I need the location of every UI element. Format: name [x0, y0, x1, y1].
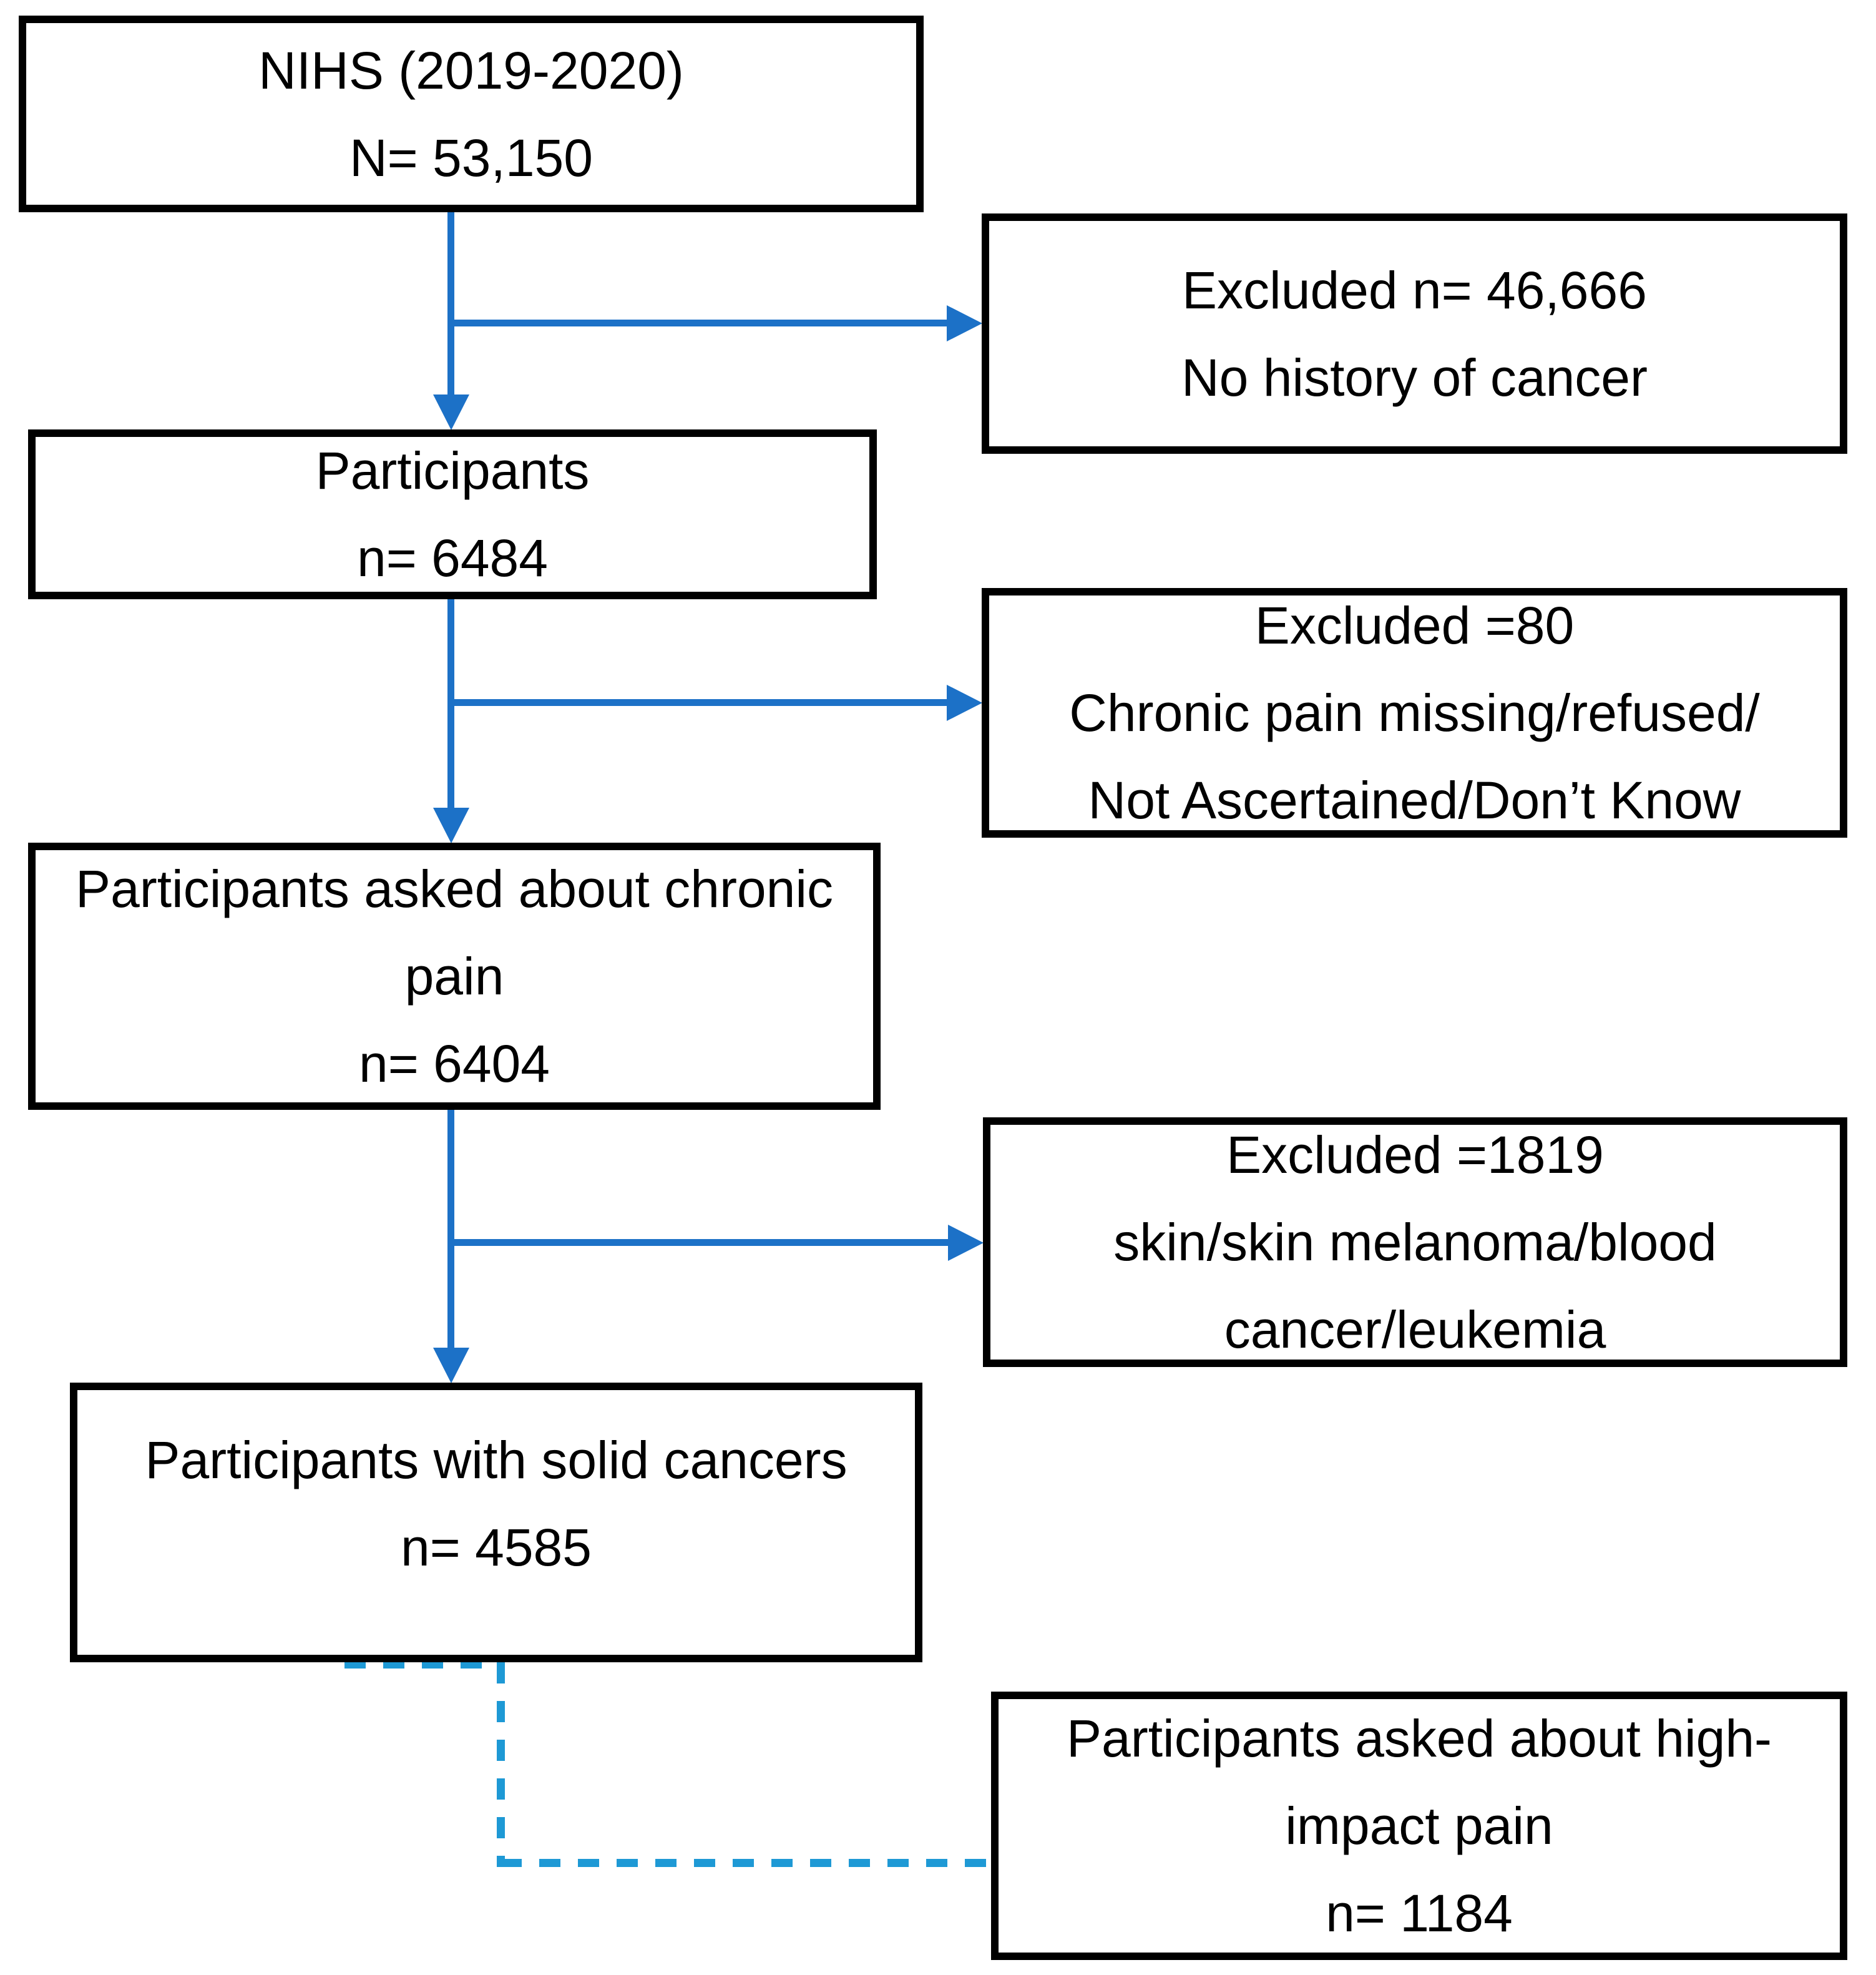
box-excluded-no-cancer-line2: No history of cancer: [1181, 348, 1648, 407]
arrowhead-right-icon: [948, 1225, 984, 1261]
box-asked-chronic-pain: Participants asked about chronic pain n=…: [28, 843, 881, 1110]
box-asked-chronic-pain-line1: Participants asked about chronic: [75, 860, 834, 918]
box-excluded-skin-blood-line1: Excluded =1819: [1226, 1125, 1604, 1184]
box-participants-line2: n= 6484: [357, 529, 548, 587]
dashed-connector-under-solid-box: [344, 1660, 504, 1669]
box-asked-chronic-pain-line2: pain: [404, 947, 504, 1006]
box-excluded-chronic-missing-line3: Not Ascertained/Don’t Know: [1088, 771, 1741, 830]
box-solid-cancers: Participants with solid cancers n= 4585: [70, 1383, 922, 1662]
box-nihs-source: NIHS (2019-2020) N= 53,150: [19, 16, 924, 212]
arrow-to-excluded-no-cancer-line: [451, 320, 950, 326]
box-asked-high-impact-pain-line1: Participants asked about high-: [1066, 1709, 1772, 1768]
box-excluded-skin-blood-line3: cancer/leukemia: [1224, 1300, 1606, 1359]
box-excluded-no-cancer-line1: Excluded n= 46,666: [1182, 260, 1647, 320]
box-participants-line1: Participants: [315, 441, 590, 500]
box-excluded-skin-blood-line2: skin/skin melanoma/blood: [1113, 1213, 1717, 1272]
arrow-to-excluded-skin-blood-line: [451, 1239, 951, 1246]
box-excluded-no-cancer: Excluded n= 46,666 No history of cancer: [982, 213, 1847, 454]
arrowhead-down-icon: [433, 808, 469, 843]
box-participants: Participants n= 6484: [28, 429, 877, 599]
dashed-connector-horizontal: [501, 1859, 991, 1867]
arrowhead-right-icon: [947, 685, 982, 721]
box-solid-cancers-line2: n= 4585: [401, 1518, 592, 1577]
arrowhead-right-icon: [947, 305, 982, 341]
arrow-chronic-to-solid-line: [447, 1110, 454, 1350]
box-solid-cancers-line1: Participants with solid cancers: [145, 1431, 848, 1489]
dashed-connector-vertical: [497, 1662, 505, 1867]
arrowhead-down-icon: [433, 395, 469, 430]
arrow-nihs-to-participants-line: [447, 212, 454, 397]
box-asked-high-impact-pain-line2: impact pain: [1285, 1796, 1553, 1855]
box-excluded-chronic-missing: Excluded =80 Chronic pain missing/refuse…: [982, 588, 1847, 838]
box-nihs-line2: N= 53,150: [349, 128, 593, 187]
box-asked-high-impact-pain: Participants asked about high- impact pa…: [991, 1692, 1847, 1960]
box-excluded-skin-blood: Excluded =1819 skin/skin melanoma/blood …: [983, 1117, 1847, 1367]
box-excluded-chronic-missing-line2: Chronic pain missing/refused/: [1069, 684, 1760, 742]
box-excluded-chronic-missing-line1: Excluded =80: [1254, 596, 1575, 655]
arrow-to-excluded-chronic-missing-line: [451, 699, 950, 706]
box-asked-chronic-pain-line3: n= 6404: [359, 1034, 550, 1093]
box-nihs-line1: NIHS (2019-2020): [258, 41, 684, 100]
box-asked-high-impact-pain-line3: n= 1184: [1326, 1884, 1513, 1943]
arrowhead-down-icon: [433, 1348, 469, 1383]
